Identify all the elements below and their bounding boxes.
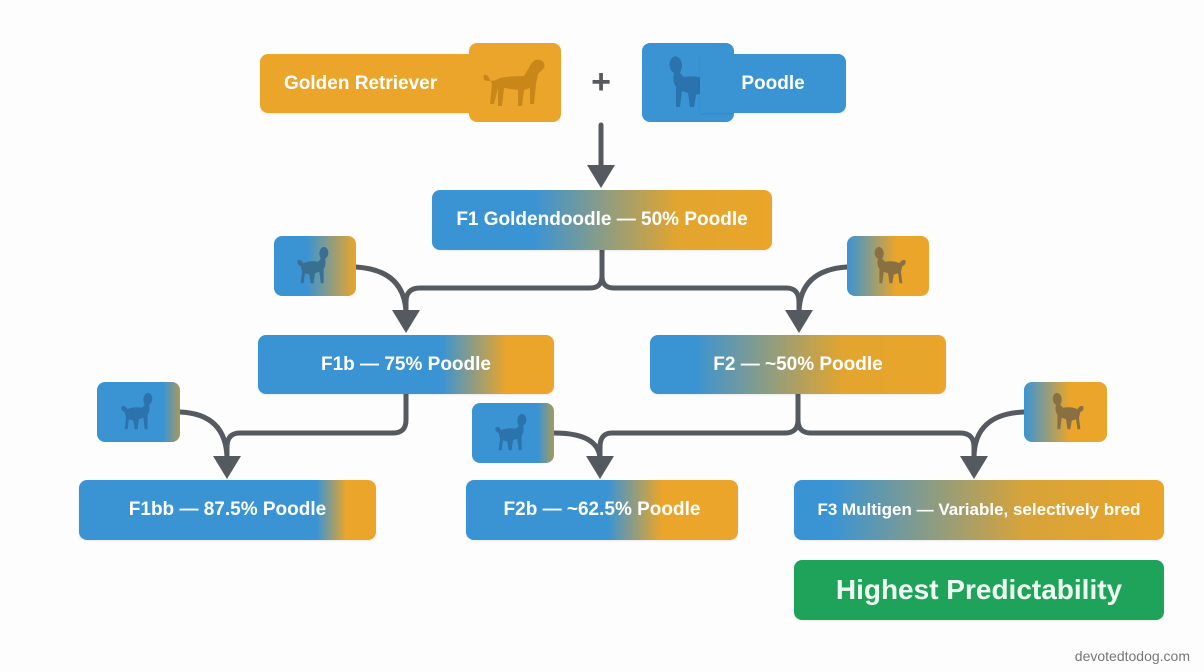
poodle-icon (1024, 382, 1107, 442)
node-f1bb-label: F1bb — 87.5% Poodle (128, 499, 327, 520)
source-credit: devotedtodog.com (1074, 648, 1190, 664)
golden-retriever-label: Golden Retriever (284, 72, 438, 94)
badge-label: Highest Predictability (835, 574, 1123, 605)
node-f1-label: F1 Goldendoodle — 50% Poodle (456, 209, 748, 230)
highest-predictability-badge: Highest Predictability (794, 560, 1164, 620)
node-f3: F3 Multigen — Variable, selectively bred (794, 480, 1164, 540)
plus-operator: + (591, 62, 611, 101)
node-f2-label: F2 — ~50% Poodle (713, 353, 883, 375)
node-f1b-label: F1b — 75% Poodle (321, 353, 491, 375)
poodle-icon (97, 382, 180, 442)
node-f1: F1 Goldendoodle — 50% Poodle (432, 190, 772, 250)
poodle-parent: Poodle (700, 54, 846, 113)
node-f2: F2 — ~50% Poodle (650, 335, 946, 394)
node-f1b: F1b — 75% Poodle (258, 335, 554, 394)
golden-retriever-icon (469, 43, 561, 122)
node-f2b-label: F2b — ~62.5% Poodle (503, 499, 701, 520)
poodle-icon (472, 403, 554, 463)
node-f1bb: F1bb — 87.5% Poodle (79, 480, 376, 540)
node-f2b: F2b — ~62.5% Poodle (466, 480, 738, 540)
poodle-icon (847, 236, 929, 296)
poodle-label: Poodle (741, 72, 805, 94)
poodle-icon (274, 236, 356, 296)
node-f3-label: F3 Multigen — Variable, selectively bred (817, 500, 1141, 519)
